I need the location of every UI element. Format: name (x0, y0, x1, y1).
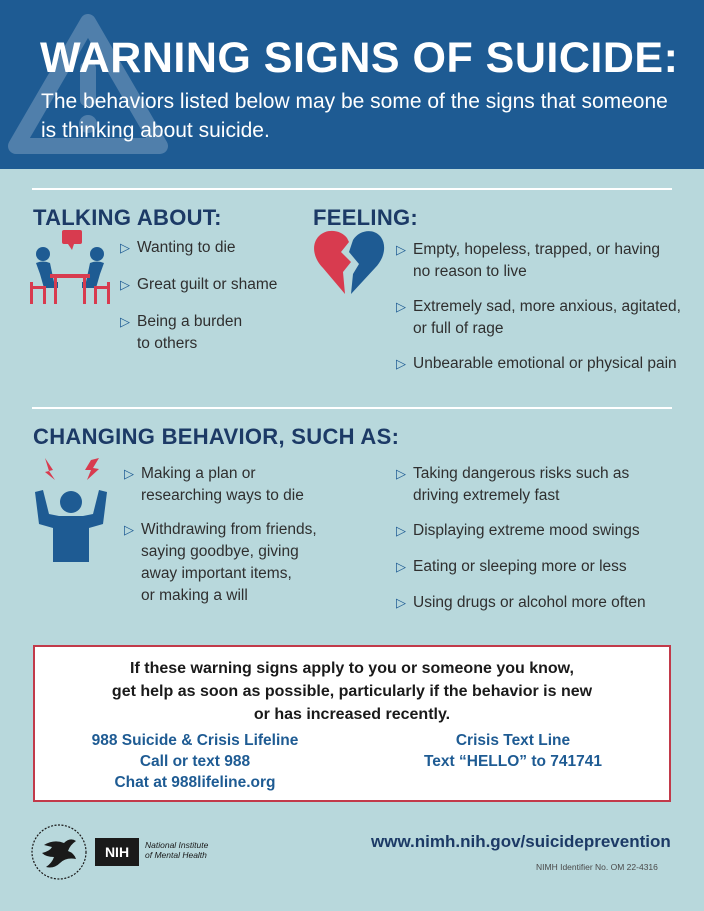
textline-name: Crisis Text Line (455, 732, 571, 749)
triangle-bullet-icon: ▷ (124, 466, 134, 481)
behavior-item: ▷ Using drugs or alcohol more often (396, 592, 646, 614)
behavior-item: ▷ Making a plan or researching ways to d… (124, 465, 304, 504)
website-link[interactable]: www.nimh.nih.gov/suicideprevention (371, 832, 671, 851)
divider (32, 407, 672, 409)
talking-item: ▷ Wanting to die (120, 237, 236, 259)
behavior-item: ▷ Displaying extreme mood swings (396, 520, 640, 542)
page-subtitle: The behaviors listed below may be some o… (41, 90, 668, 142)
behavior-item: ▷ Withdrawing from friends, saying goodb… (124, 521, 317, 604)
talking-item: ▷ Great guilt or shame (120, 274, 277, 296)
triangle-bullet-icon: ▷ (120, 314, 130, 329)
lifeline-call[interactable]: Call or text 988 (139, 753, 251, 770)
publication-identifier: NIMH Identifier No. OM 22-4316 (536, 862, 658, 872)
triangle-bullet-icon: ▷ (396, 242, 406, 257)
talking-heading: TALKING ABOUT: (33, 205, 222, 230)
triangle-bullet-icon: ▷ (396, 523, 406, 538)
textline-contact: Crisis Text Line Text “HELLO” to 741741 (393, 730, 633, 772)
triangle-bullet-icon: ▷ (120, 240, 130, 255)
feeling-item: ▷ Empty, hopeless, trapped, or having no… (396, 241, 660, 280)
help-message: If these warning signs apply to you or s… (111, 660, 593, 723)
feeling-item: ▷ Unbearable emotional or physical pain (396, 353, 677, 375)
nimh-name: National Institute of Mental Health (145, 840, 209, 860)
conversation-icon (30, 230, 110, 304)
behavior-item: ▷ Taking dangerous risks such as driving… (396, 465, 630, 504)
hhs-seal-icon (31, 824, 87, 880)
feeling-item: ▷ Extremely sad, more anxious, agitated,… (396, 298, 681, 337)
triangle-bullet-icon: ▷ (396, 466, 406, 481)
triangle-bullet-icon: ▷ (396, 356, 406, 371)
feeling-heading: FEELING: (313, 205, 419, 230)
triangle-bullet-icon: ▷ (396, 299, 406, 314)
header-banner: WARNING SIGNS OF SUICIDE: The behaviors … (0, 0, 704, 169)
talking-item: ▷ Being a burden to others (120, 313, 243, 352)
textline-text[interactable]: Text “HELLO” to 741741 (423, 753, 602, 770)
broken-heart-icon (314, 230, 385, 294)
lifeline-chat-link[interactable]: Chat at 988lifeline.org (114, 774, 276, 791)
triangle-bullet-icon: ▷ (124, 522, 134, 537)
warning-triangle-icon (8, 14, 168, 154)
divider (32, 188, 672, 190)
help-callout-box: If these warning signs apply to you or s… (33, 645, 671, 802)
nih-badge: NIH (95, 838, 139, 866)
behavior-item: ▷ Eating or sleeping more or less (396, 556, 627, 578)
distressed-person-icon (35, 458, 107, 562)
triangle-bullet-icon: ▷ (396, 559, 406, 574)
lifeline-contact: 988 Suicide & Crisis Lifeline Call or te… (65, 730, 325, 793)
page-title: WARNING SIGNS OF SUICIDE: (40, 34, 679, 82)
triangle-bullet-icon: ▷ (120, 277, 130, 292)
triangle-bullet-icon: ▷ (396, 595, 406, 610)
behavior-heading: CHANGING BEHAVIOR, SUCH AS: (33, 424, 400, 449)
lifeline-name: 988 Suicide & Crisis Lifeline (91, 732, 299, 749)
